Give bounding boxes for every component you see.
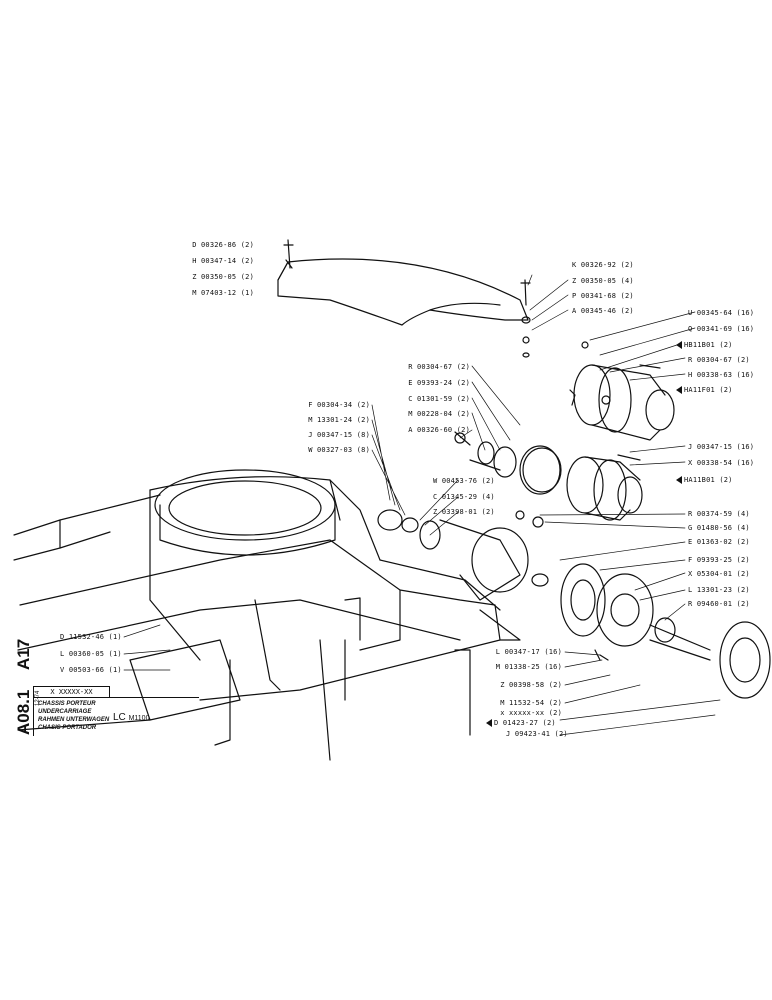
part-label: R 00304-67 (2) — [408, 363, 470, 371]
part-label: U 00345-64 (16) — [688, 309, 755, 317]
flag-icon — [486, 719, 492, 727]
part-label: L 00347-17 (16) — [495, 648, 562, 656]
part-label: R 00374-59 (4) — [688, 510, 750, 518]
part-label: L 13301-23 (2) — [688, 586, 750, 594]
part-label: Z 00350-05 (4) — [572, 277, 634, 285]
part-label: M 01338-25 (16) — [495, 663, 562, 671]
part-label: HA11F01 (2) — [676, 386, 733, 395]
part-label: A 00326-60 (2) — [408, 426, 470, 434]
part-label: J 00347-15 (16) — [688, 443, 755, 451]
part-label: Z 00350-05 (2) — [192, 273, 254, 281]
turntable-ring — [154, 469, 336, 556]
part-label: C 01345-29 (4) — [433, 493, 495, 501]
part-label: D 11532-46 (1) — [60, 633, 122, 641]
chassis-frame — [13, 476, 521, 761]
cover-plate — [277, 239, 531, 358]
upper-motor — [569, 341, 675, 441]
model-name: LC M1100 — [113, 712, 150, 723]
part-label: M 13301-24 (2) — [308, 416, 370, 424]
part-label: HA11B01 (2) — [676, 476, 733, 485]
part-label: J 09423-41 (2) — [506, 730, 568, 738]
title-fr: CHASSIS PORTEUR — [38, 701, 96, 707]
part-label: X 05304-01 (2) — [688, 570, 750, 578]
pinion-gears — [377, 431, 771, 699]
part-label: H 00338-63 (16) — [688, 371, 755, 379]
title-box — [33, 697, 199, 736]
part-label: M 00228-04 (2) — [408, 410, 470, 418]
part-label: J 00347-15 (8) — [308, 431, 370, 439]
title-en: UNDERCARRIAGE — [38, 709, 92, 715]
part-label: E 01363-02 (2) — [688, 538, 750, 546]
part-label: F 09393-25 (2) — [688, 556, 750, 564]
lower-motor — [515, 454, 643, 528]
part-label: R 09460-01 (2) — [688, 600, 750, 608]
part-label: M 11532-54 (2) — [500, 699, 562, 707]
title-de: RAHMEN UNTERWAGEN — [38, 717, 110, 723]
leader-lines — [123, 274, 721, 736]
part-label: F 00304-34 (2) — [308, 401, 370, 409]
flag-icon — [676, 386, 682, 394]
part-label: A 00345-46 (2) — [572, 307, 634, 315]
part-label: C 01301-59 (2) — [408, 395, 470, 403]
sheet-code-a08: A08.1 — [14, 689, 33, 735]
part-label: D 00326-86 (2) — [192, 241, 254, 249]
part-label: E 09393-24 (2) — [408, 379, 470, 387]
part-label: X 00338-54 (16) — [688, 459, 755, 467]
part-label: HB11B01 (2) — [676, 341, 733, 350]
sheet-code-a17: A17 — [14, 638, 33, 670]
part-label: R 00304-67 (2) — [688, 356, 750, 364]
part-label: D 01423-27 (2) — [486, 719, 556, 728]
seal-ring — [522, 447, 562, 493]
part-label: x xxxxx-xx (2) — [500, 709, 562, 717]
flag-icon — [676, 341, 682, 349]
part-label: Q 00341-69 (16) — [688, 325, 755, 333]
part-label: W 00453-76 (2) — [433, 477, 495, 485]
title-es: CHASIS PORTADOR — [38, 725, 97, 731]
flag-icon — [676, 476, 682, 484]
part-label: K 00326-92 (2) — [572, 261, 634, 269]
part-label: V 00503-66 (1) — [60, 666, 122, 674]
part-label: Z 03398-01 (2) — [433, 508, 495, 516]
part-label: Z 00398-58 (2) — [500, 681, 562, 689]
part-label: L 00360-05 (1) — [60, 650, 122, 658]
part-label: H 00347-14 (2) — [192, 257, 254, 265]
part-label: W 00327-03 (8) — [308, 446, 370, 454]
part-label: M 07403-12 (1) — [192, 289, 254, 297]
part-label: G 01480-56 (4) — [688, 524, 750, 532]
part-label: P 00341-68 (2) — [572, 292, 634, 300]
